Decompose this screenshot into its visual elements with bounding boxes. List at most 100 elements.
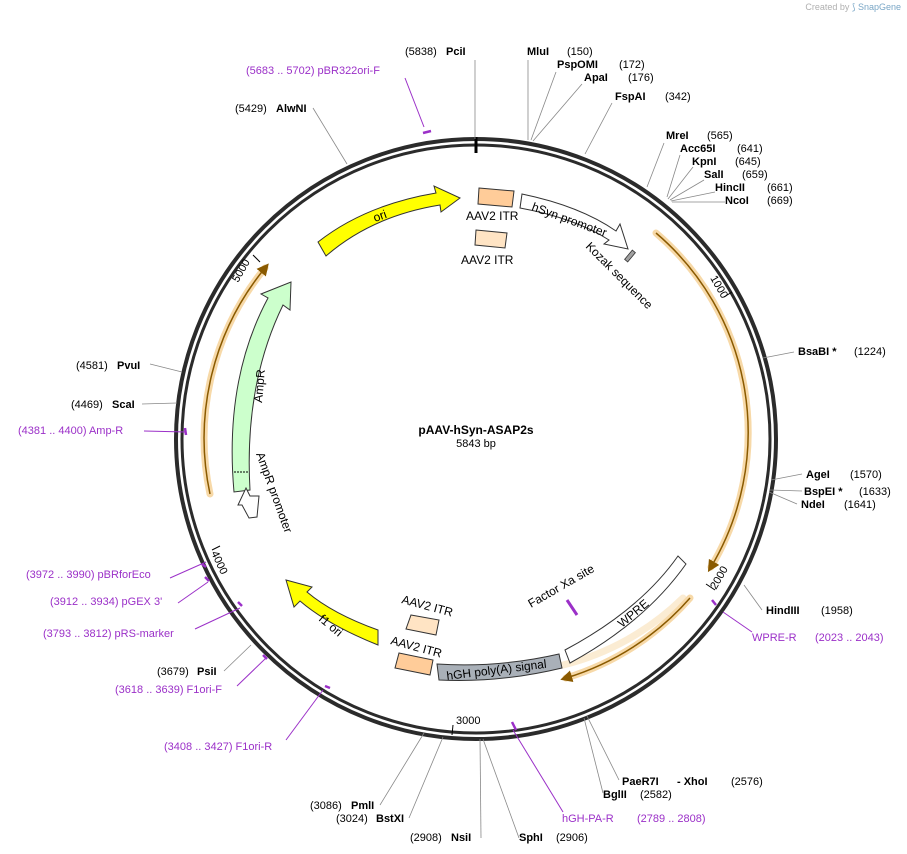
enzyme-pos-sphi: (2906) [556,832,588,844]
enzyme-xhoi[interactable]: - XhoI [677,776,708,788]
feature-aav2-itr-inner-bottom-label: AAV2 ITR [400,592,455,619]
plasmid-size: 5843 bp [456,438,496,450]
enzyme-scai[interactable]: ScaI [112,399,135,411]
enzyme-pos-ndei: (1641) [844,499,876,511]
enzyme-bsabi[interactable]: BsaBI * [798,346,837,358]
tick-3000-label: 3000 [456,715,480,727]
feature-aav2-itr-top-label: AAV2 ITR [466,209,519,223]
enzyme-pos-acc65i: (641) [737,143,763,155]
enzyme-pos-scai: (4469) [71,399,103,411]
enzyme-pos-agei: (1570) [850,469,882,481]
enzyme-apai[interactable]: ApaI [584,72,608,84]
primer-amp-r[interactable]: (4381 .. 4400) Amp-R [18,425,123,437]
feature-ampr[interactable] [231,281,292,493]
primer-wpre-r[interactable]: WPRE-R [752,632,797,644]
enzyme-pos-pmli: (3086) [310,800,342,812]
enzyme-psii[interactable]: PsiI [197,666,217,678]
enzyme-acc65i[interactable]: Acc65I [680,143,715,155]
feature-factor-xa-label: Factor Xa site [526,561,597,610]
enzyme-pos-psii: (3679) [157,666,189,678]
enzyme-pos-bstxi: (3024) [336,813,368,825]
primer-pbr322ori-f[interactable]: (5683 .. 5702) pBR322ori-F [246,65,380,77]
feature-aav2-itr-top[interactable] [477,187,515,208]
enzyme-pos-alwni: (5429) [235,103,267,115]
enzyme-pos-pcii: (5838) [405,46,437,58]
enzyme-pvui[interactable]: PvuI [117,360,140,372]
enzyme-pos-hincii: (661) [767,182,793,194]
primer-f1ori-f[interactable]: (3618 .. 3639) F1ori-F [115,684,222,696]
feature-kozak[interactable] [624,249,636,263]
enzyme-pos-pspomi: (172) [619,59,645,71]
enzyme-pos-pvui: (4581) [76,360,108,372]
feature-factor-xa[interactable] [565,599,579,616]
snapgene-credit: Created by ⟆ SnapGene [805,2,901,13]
enzyme-pos-kpni: (645) [735,156,761,168]
enzyme-pos-ncoi: (669) [767,195,793,207]
enzyme-pcii[interactable]: PciI [446,46,466,58]
enzyme-pos-xhoi: (2576) [731,776,763,788]
primer-f1ori-r[interactable]: (3408 .. 3427) F1ori-R [164,741,272,753]
enzyme-pos-sali: (659) [742,169,768,181]
enzyme-bstxi[interactable]: BstXI [376,813,404,825]
enzyme-alwni[interactable]: AlwNI [276,103,307,115]
enzyme-fspai[interactable]: FspAI [615,91,646,103]
feature-ori[interactable] [317,185,461,257]
enzyme-mrei[interactable]: MreI [666,130,689,142]
feature-ampr-promoter[interactable] [237,486,260,519]
enzyme-agei[interactable]: AgeI [806,469,830,481]
enzyme-pspomi[interactable]: PspOMI [557,59,598,71]
feature-aav2-itr-inner-top[interactable] [474,229,508,249]
feature-wpre[interactable] [564,555,687,664]
enzyme-paer7i[interactable]: PaeR7I [622,776,659,788]
feature-hsyn-promoter[interactable] [519,193,629,250]
enzyme-pos-nsii: (2908) [410,832,442,844]
feature-ampr-promoter-label: AmpR promoter [253,450,295,534]
enzyme-sali[interactable]: SalI [704,169,724,181]
feature-ori-label: ori [371,207,388,225]
feature-hgh-polya[interactable] [436,653,563,681]
primer-pgex3[interactable]: (3912 .. 3934) pGEX 3' [50,596,162,608]
enzyme-pos-mrei: (565) [707,130,733,142]
enzyme-leaders [141,60,803,839]
enzyme-pmli[interactable]: PmlI [351,800,374,812]
primer-prs-marker[interactable]: (3793 .. 3812) pRS-marker [43,628,174,640]
enzyme-pos-bsabi: (1224) [854,346,886,358]
orf-bottom-arc-2 [559,594,687,669]
enzyme-bspei[interactable]: BspEI * [804,486,843,498]
feature-aav2-itr-bottom[interactable] [394,652,434,676]
enzyme-kpni[interactable]: KpnI [692,156,716,168]
enzyme-ndei[interactable]: NdeI [801,499,825,511]
snapgene-logo-icon: ⟆ [851,2,856,12]
primer-marks [183,129,717,731]
tick-3000: 3000 [451,715,480,736]
plasmid-name: pAAV-hSyn-ASAP2s [418,423,533,437]
primer-hgh-pa-r-range: (2789 .. 2808) [637,813,706,825]
primer-pbrforeco[interactable]: (3972 .. 3990) pBRforEco [26,569,151,581]
feature-aav2-itr-inner-top-label: AAV2 ITR [461,253,514,267]
enzyme-pos-hindiii: (1958) [821,605,853,617]
enzyme-pos-apai: (176) [628,72,654,84]
enzyme-nsii[interactable]: NsiI [451,832,471,844]
tick-4000: 4000 [208,545,230,576]
enzyme-bglii[interactable]: BglII [603,789,627,801]
feature-ampr-label: AmpR [251,368,268,403]
enzyme-pos-fspai: (342) [665,91,691,103]
feature-aav2-itr-inner-bottom[interactable] [405,614,440,636]
primer-leaders [143,77,753,813]
enzyme-pos-mlui: (150) [567,46,593,58]
tick-4000-label: 4000 [208,549,229,576]
enzyme-pos-bspei: (1633) [859,486,891,498]
enzyme-sphi[interactable]: SphI [519,832,543,844]
feature-f1-ori[interactable] [285,579,379,646]
credit-brand: SnapGene [857,2,901,12]
enzyme-mlui[interactable]: MluI [527,46,549,58]
enzyme-hincii[interactable]: HincII [715,182,745,194]
primer-hgh-pa-r[interactable]: hGH-PA-R [562,813,614,825]
enzyme-pos-bglii: (2582) [640,789,672,801]
enzyme-ncoi[interactable]: NcoI [725,195,749,207]
feature-kozak-label: Kozak sequence [583,239,656,312]
primer-wpre-r-range: (2023 .. 2043) [815,632,884,644]
enzyme-hindiii[interactable]: HindIII [766,605,800,617]
credit-prefix: Created by [805,2,850,12]
